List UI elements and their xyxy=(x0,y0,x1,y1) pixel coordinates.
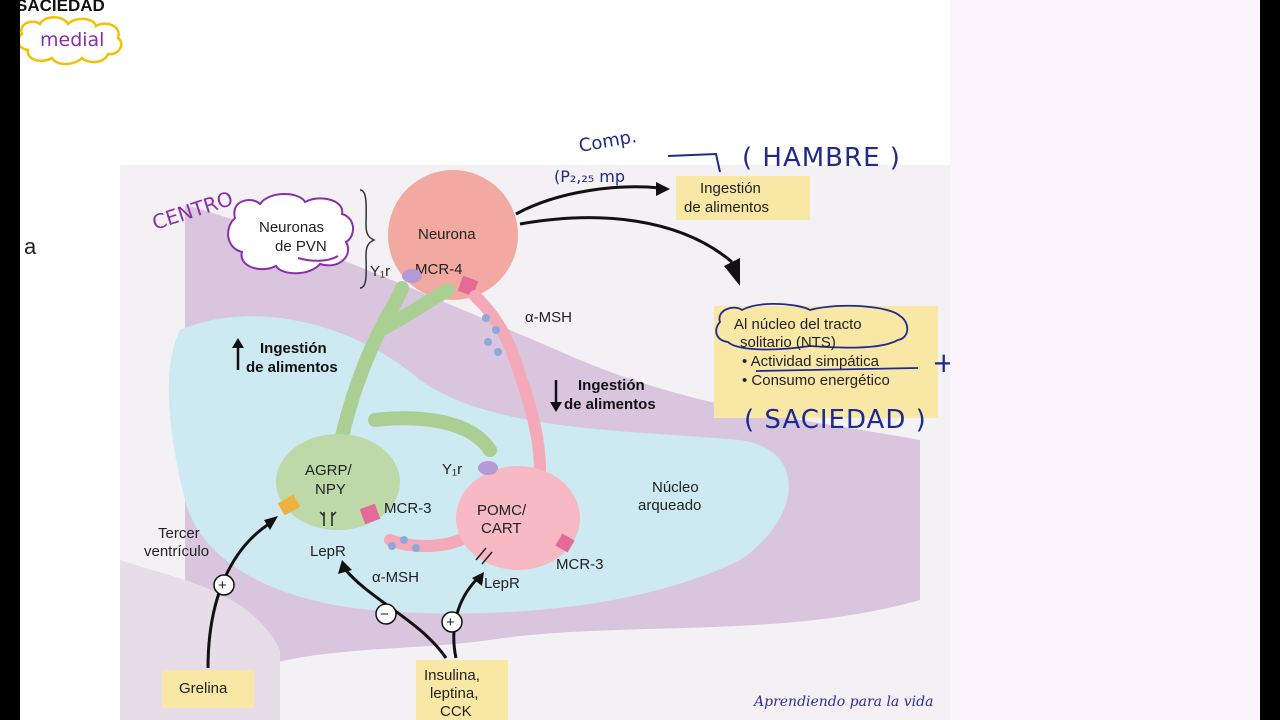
neuron-label: Neurona xyxy=(418,226,476,243)
arrowhead-food-intake xyxy=(656,182,670,196)
agrp-label-line2: NPY xyxy=(315,481,346,498)
ghrelin-receptor xyxy=(277,494,301,516)
alpha-msh-bottom-label: α-MSH xyxy=(372,569,419,586)
nts-item2: • Consumo energético xyxy=(742,372,890,389)
hand-comp: Comp. xyxy=(577,126,638,157)
right-panel xyxy=(950,0,1260,720)
y1r-receptor-top xyxy=(402,269,422,283)
box-nts xyxy=(714,306,938,418)
pvn-label-line1: Neuronas xyxy=(259,219,324,236)
footer-signature: Aprendiendo para la vida xyxy=(754,694,934,710)
slide: SACIEDAD medial a CENTRO Neuronas de PVN… xyxy=(20,0,950,720)
insulina-box xyxy=(416,660,508,720)
box-top-line2: de alimentos xyxy=(684,199,769,216)
agrp-label-line1: AGRP/ xyxy=(305,462,353,479)
mcr3-right-label: MCR-3 xyxy=(556,556,604,573)
box-food-intake-top xyxy=(676,176,810,220)
mcr4-label: MCR-4 xyxy=(415,261,463,278)
lepr-receptor-left xyxy=(319,511,337,526)
hand-saciedad: ( SACIEDAD ) xyxy=(744,405,927,435)
ingestion-down-arrowhead xyxy=(550,402,562,412)
slide-title: SACIEDAD xyxy=(20,0,105,16)
nts-item1: • Actividad simpática xyxy=(742,353,880,370)
side-letter: a xyxy=(24,234,37,259)
pomc-axon xyxy=(384,290,546,552)
title-tag-text: medial xyxy=(40,29,104,51)
pvn-label-line2: de PVN xyxy=(275,238,327,255)
ingestion-up-line1: Ingestión xyxy=(260,340,327,357)
pomc-label-line2: CART xyxy=(481,520,522,537)
ingestion-up-line2: de alimentos xyxy=(246,359,338,376)
grelina-label: Grelina xyxy=(179,680,228,697)
pomc-cart-neuron xyxy=(456,466,580,570)
tercer-label-line1: Tercer xyxy=(158,525,200,542)
mcr3-receptor-left xyxy=(359,503,381,525)
y1r-mid-label: Y₁r xyxy=(442,461,462,478)
plus-sign-insulin xyxy=(441,611,463,633)
nts-note-cloud xyxy=(715,303,909,351)
hand-plus: + xyxy=(932,346,950,379)
insulina-line1: Insulina, xyxy=(424,667,480,684)
nucleo-label-line2: arqueado xyxy=(638,497,701,514)
insulin-arrowhead-agrp xyxy=(338,560,352,574)
pomc-label-line1: POMC/ xyxy=(477,502,527,519)
mcr3-receptor-right xyxy=(555,533,575,553)
pvn-note-cloud xyxy=(227,193,354,275)
minus-sign xyxy=(375,603,397,625)
alpha-msh-top-label: α-MSH xyxy=(525,309,572,326)
plus-insulin-text: + xyxy=(446,614,455,631)
alpha-msh-vesicles-bottom xyxy=(388,536,420,552)
lepr-right-label: LepR xyxy=(484,575,520,592)
nucleo-label-line1: Núcleo xyxy=(652,479,699,496)
tercer-label-line2: ventrículo xyxy=(144,543,209,560)
hand-arrow xyxy=(667,152,721,173)
pvn-underline xyxy=(297,255,339,262)
pvn-brace xyxy=(359,189,376,289)
y1r-top-label: Y₁r xyxy=(370,263,390,280)
grelina-arrowhead xyxy=(264,516,278,530)
arrow-to-food-intake xyxy=(515,185,661,216)
ingestion-down-line1: Ingestión xyxy=(578,377,645,394)
grelina-box xyxy=(162,670,254,708)
nts-line2: solitario (NTS) xyxy=(740,334,836,351)
nts-underline xyxy=(755,367,919,372)
arrowhead-nts xyxy=(724,258,740,286)
lepr-receptor-right xyxy=(475,547,493,565)
neuron-body xyxy=(388,170,518,300)
title-tag-cloud: medial xyxy=(20,16,123,66)
arrow-to-nts xyxy=(519,216,733,264)
hand-hambre: ( HAMBRE ) xyxy=(742,143,901,173)
y1r-receptor-mid xyxy=(478,461,498,475)
insulina-line2: leptina, xyxy=(430,685,478,702)
box-top-line1: Ingestión xyxy=(700,180,761,197)
insulina-line3: CCK xyxy=(440,703,472,720)
plus-grelina-text: + xyxy=(218,577,227,594)
lepr-left-label: LepR xyxy=(310,543,346,560)
mcr3-left-label: MCR-3 xyxy=(384,500,432,517)
hand-paren: (P₂,₂₅ mp xyxy=(554,167,625,186)
ingestion-down-line2: de alimentos xyxy=(564,396,656,413)
plus-sign-grelina xyxy=(213,574,235,596)
agrp-axon xyxy=(333,281,497,457)
right-edge xyxy=(1260,0,1280,720)
minus-text: − xyxy=(380,606,389,623)
title-text: SACIEDAD xyxy=(20,0,105,15)
insulin-arrowhead-pomc xyxy=(472,572,484,586)
hypothalamus-diagram: CENTRO Neuronas de PVN Neurona Y₁r MCR-4… xyxy=(120,126,950,720)
alpha-msh-vesicles-top xyxy=(482,314,502,356)
arcuate-nucleus-region xyxy=(168,316,789,614)
ingestion-up-arrowhead xyxy=(232,338,244,348)
nts-line1: Al núcleo del tracto xyxy=(734,316,862,333)
